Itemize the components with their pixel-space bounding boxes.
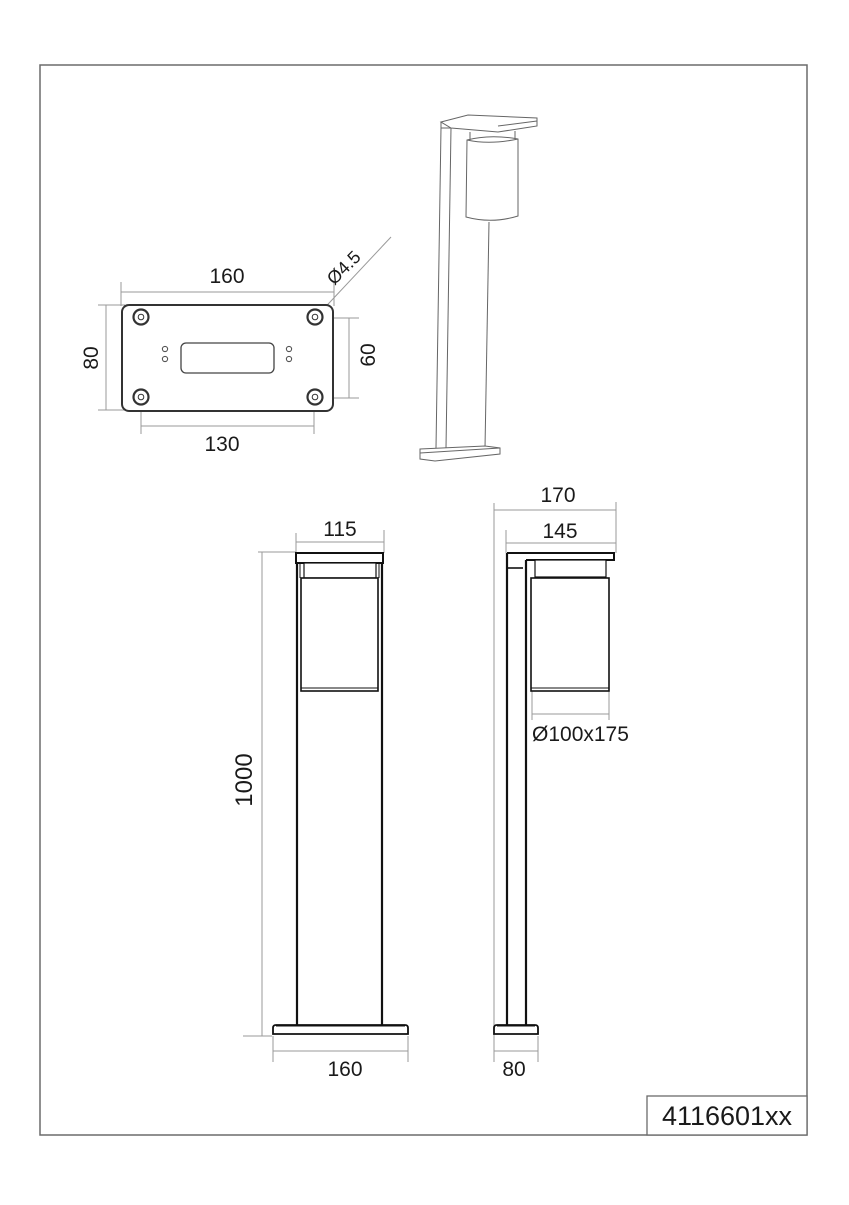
product-code: 4116601xx: [662, 1101, 793, 1131]
base-plate-view: 160 80 130 60 Ø4.5: [80, 236, 392, 456]
isometric-view: [419, 114, 538, 462]
hole-spacing-y-label: 60: [357, 343, 380, 366]
total-height-label: 1000: [231, 753, 258, 806]
head-width-label: 115: [323, 518, 356, 541]
base-width-label: 160: [327, 1058, 362, 1081]
shade-size-label: Ø100x175: [532, 723, 629, 746]
drawing-frame: [39, 64, 808, 1136]
hole-spacing-x-label: 130: [204, 433, 239, 456]
base-depth-label: 80: [502, 1058, 525, 1081]
total-depth-label: 170: [540, 484, 575, 507]
side-view: 170 145 Ø100x175 80: [493, 484, 629, 1081]
hole-diameter-label: Ø4.5: [323, 247, 365, 289]
head-depth-label: 145: [542, 520, 577, 543]
front-view: 115 1000 160: [231, 518, 409, 1081]
plate-height-label: 80: [80, 346, 103, 369]
plate-width-label: 160: [209, 265, 244, 288]
title-block: 4116601xx: [646, 1095, 808, 1136]
